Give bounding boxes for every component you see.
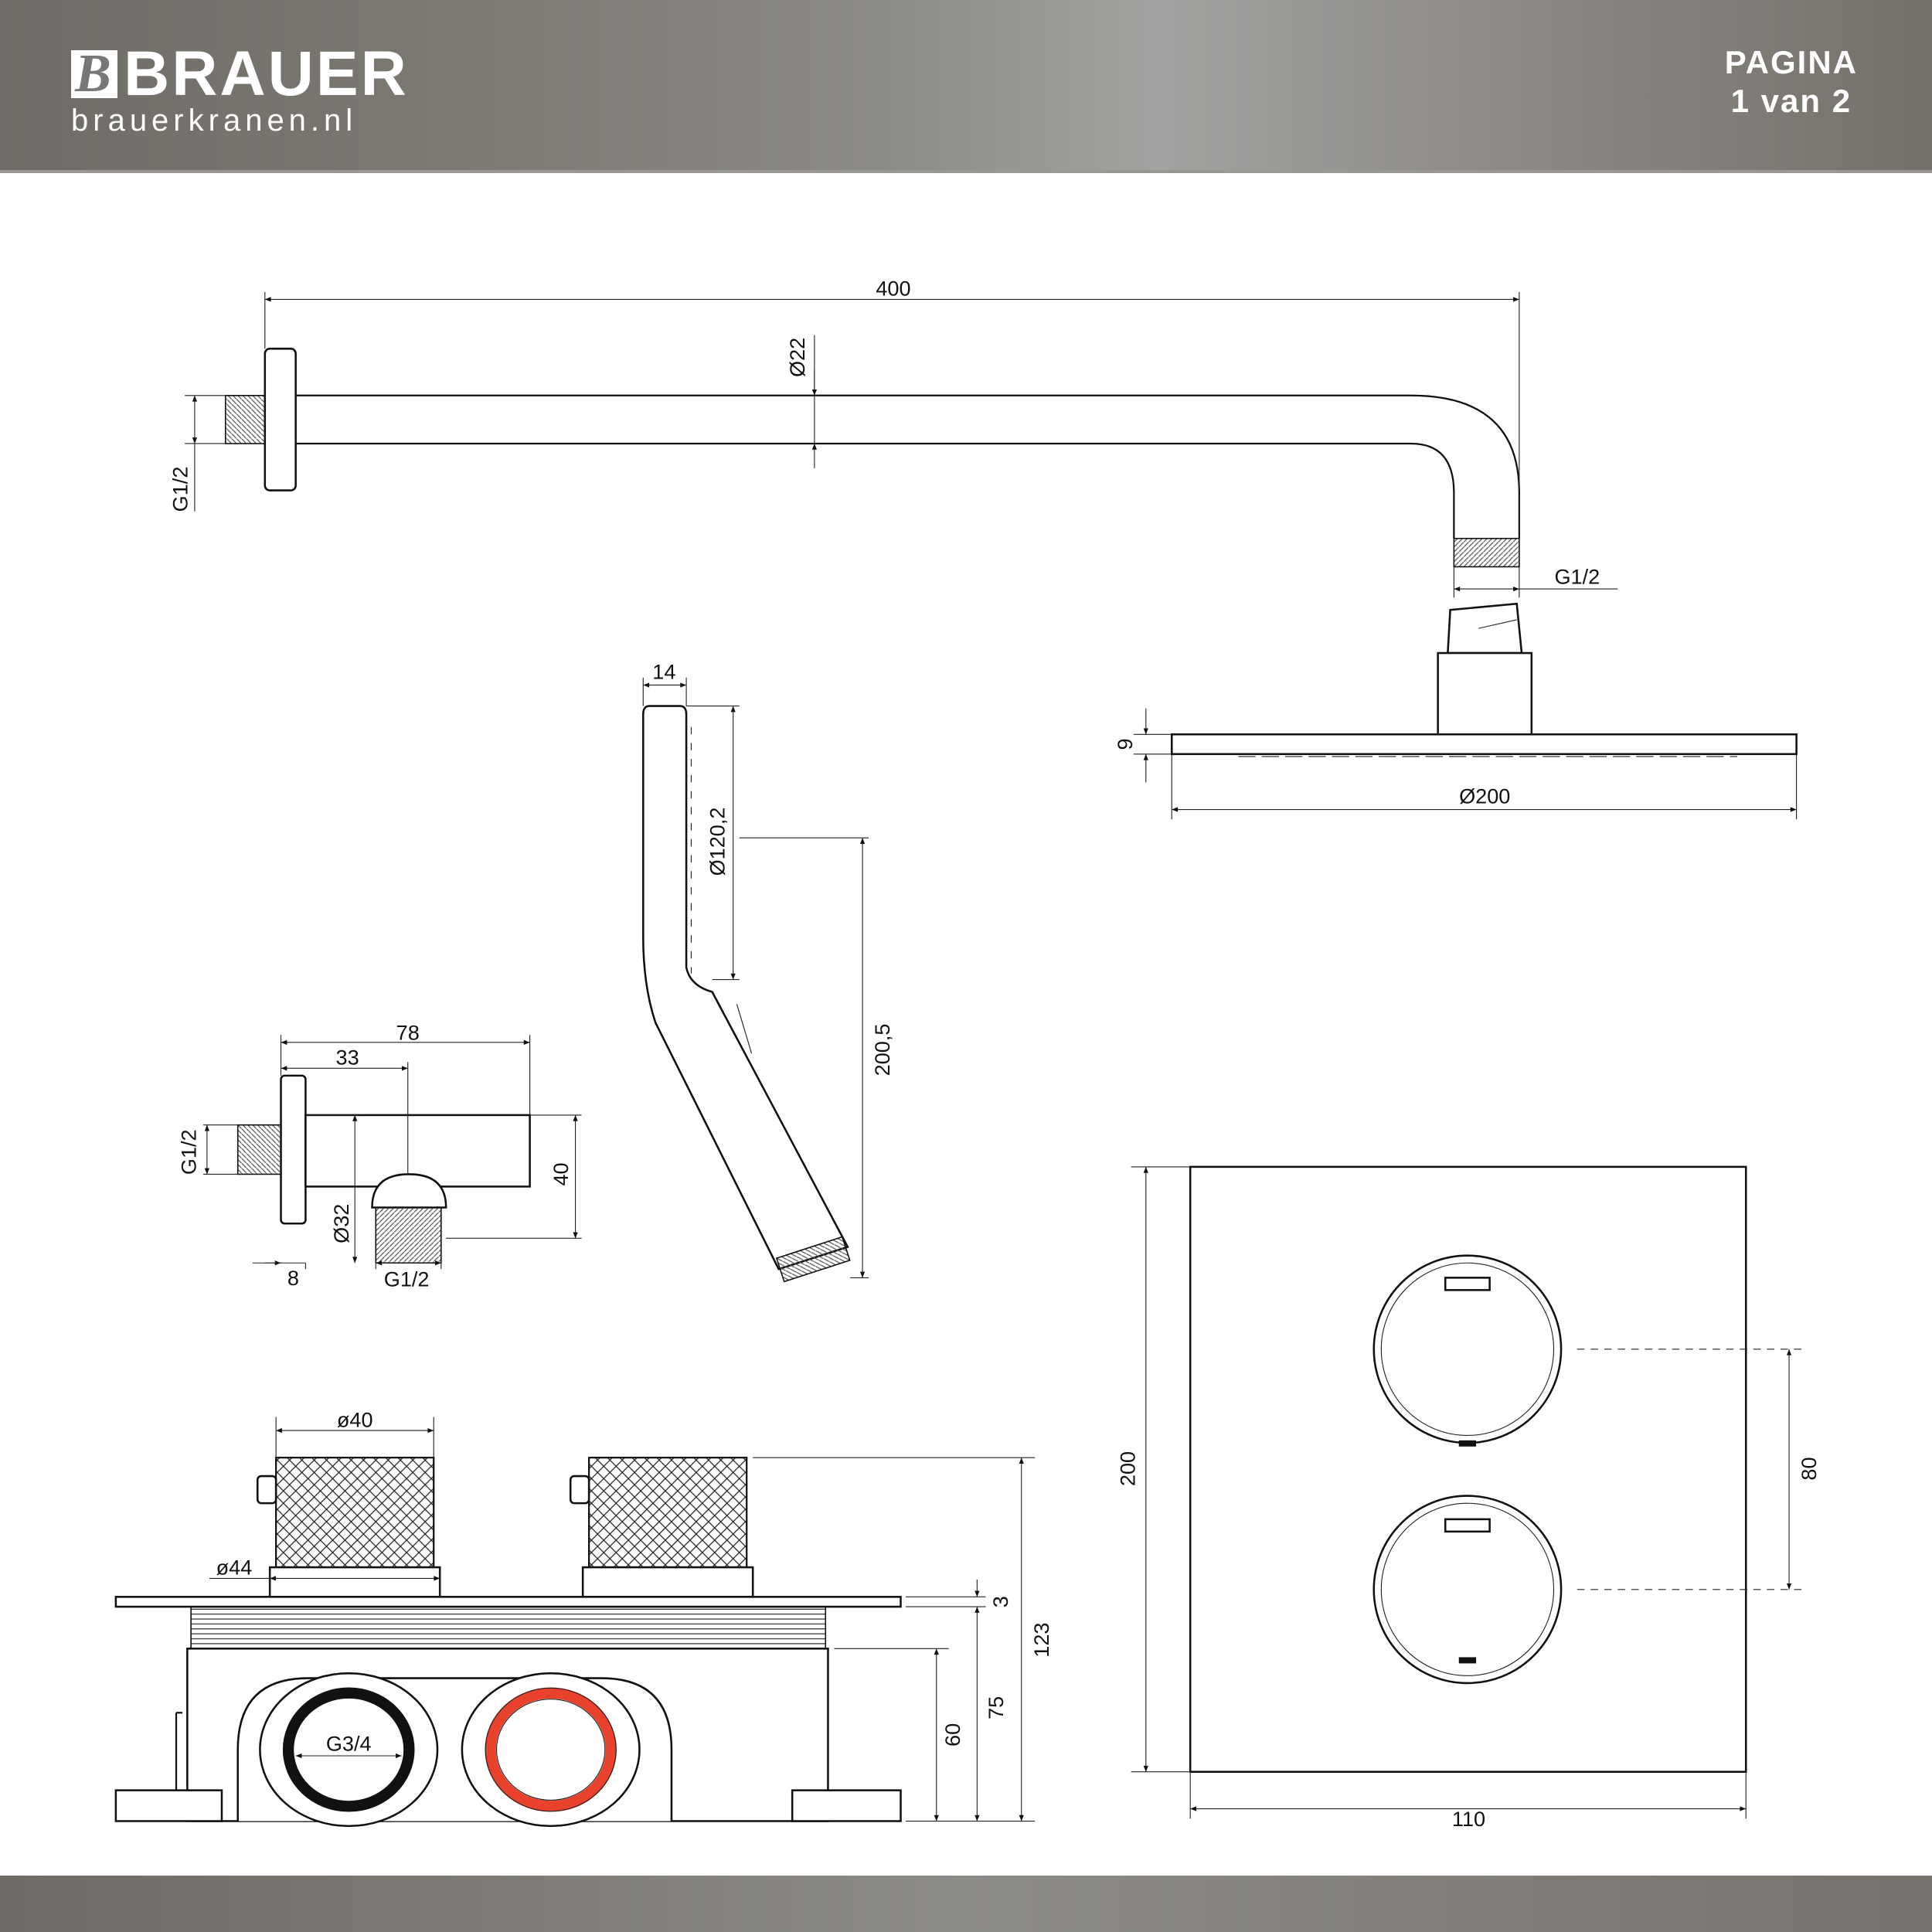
dim-arm-diameter: Ø22: [785, 338, 809, 377]
hand-shower-view: 14 Ø120,2 200,5: [641, 660, 894, 1283]
dim-wall-thread: G1/2: [168, 467, 192, 512]
dim-knob-spacing: 80: [1797, 1457, 1821, 1480]
dim-outlet-thread: G1/2: [384, 1267, 430, 1291]
wall-flange: [264, 347, 297, 492]
wall-thread: [224, 395, 266, 444]
head-neck: [1437, 651, 1533, 736]
dim-depth-60: 60: [940, 1723, 964, 1747]
dim-hand-length: 200,5: [870, 1024, 894, 1077]
dim-front-width: 110: [1452, 1807, 1485, 1831]
dim-inlet-thread: G3/4: [326, 1732, 372, 1756]
dim-hand-width: 14: [652, 660, 675, 684]
dim-outlet-flange-depth: 8: [287, 1266, 299, 1290]
dim-head-thread: G1/2: [1554, 565, 1600, 589]
hand-shower-body: [641, 705, 849, 1270]
dim-outlet-offset: 33: [336, 1046, 359, 1070]
brand-name: BRAUER: [124, 39, 409, 109]
outlet-flange: [280, 1074, 307, 1225]
dim-head-thickness: 9: [1113, 738, 1137, 750]
cold-inlet-ring: [282, 1687, 415, 1812]
dim-outlet-wall-thread: G1/2: [177, 1129, 201, 1175]
dim-total-depth: 123: [1029, 1623, 1053, 1658]
dim-hand-head-diameter: Ø120,2: [706, 808, 730, 876]
arm-thread: [1453, 537, 1520, 568]
hand-shower-thread: [775, 1236, 851, 1283]
dim-arm-length: 400: [876, 277, 910, 301]
knob-left: [275, 1457, 435, 1569]
footer-banner: [0, 1876, 1932, 1932]
shower-arm-view: 400 Ø22 G1/2 G1/2: [168, 277, 1618, 598]
brand-logo-mark: B: [71, 45, 117, 104]
dim-head-diameter: Ø200: [1459, 784, 1510, 808]
swivel-joint: [1447, 602, 1523, 655]
cover-plate: [114, 1596, 902, 1608]
dim-knob-diameter: ø40: [337, 1407, 373, 1431]
arm-tube: [295, 394, 1520, 539]
page-count: 1 van 2: [1730, 83, 1852, 119]
wall-outlet-view: 78 33 G1/2 40 Ø32 8 G1/2: [177, 1021, 582, 1291]
page-indicator: PAGINA 1 van 2: [1725, 43, 1858, 121]
dim-front-height: 200: [1115, 1451, 1139, 1486]
thermostat-side-view: G3/4 ø40 ø44 3 75 60 123: [114, 1407, 1053, 1828]
dim-rosette-diameter: ø44: [216, 1556, 253, 1580]
front-knob-top: [1372, 1254, 1563, 1447]
hot-inlet-ring: [485, 1687, 617, 1812]
knob-right: [588, 1457, 748, 1569]
head-plate: [1170, 733, 1798, 756]
head-shower-view: 9 Ø200: [1113, 602, 1798, 820]
website-url: brauerkranen.nl: [71, 104, 358, 138]
thermostat-front-view: 200 110 80: [1115, 1165, 1821, 1831]
dim-outlet-flange-diameter: Ø32: [329, 1204, 353, 1243]
dim-outlet-length: 78: [396, 1021, 420, 1045]
front-knob-bottom: [1372, 1495, 1563, 1685]
page-label: PAGINA: [1724, 44, 1858, 80]
dim-depth-75: 75: [984, 1696, 1008, 1719]
dim-plate-thickness: 3: [988, 1596, 1012, 1607]
dim-outlet-height: 40: [549, 1162, 573, 1185]
